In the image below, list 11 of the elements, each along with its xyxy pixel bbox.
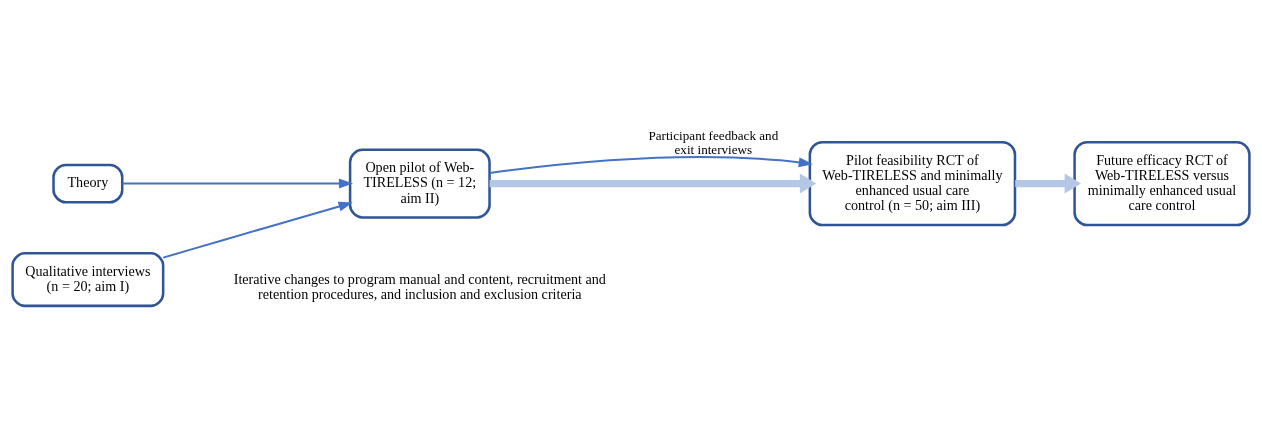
node-box: Pilot feasibility RCT of Web-TIRELESS and minimally enhanced usual care control (n = 50; aim III) xyxy=(808,140,1017,227)
arrow xyxy=(162,201,353,259)
arrow xyxy=(489,156,813,174)
arrow xyxy=(122,178,354,189)
node-box: Theory xyxy=(52,163,124,204)
node-box: Qualitative interviews (n = 20; aim I) xyxy=(11,252,165,308)
label: Iterative changes to program manual and content, recruitment and retention procedures, and inclusion and exclusion criteria xyxy=(233,270,606,302)
node-box: Future efficacy RCT of Web-TIRELESS versus minimally enhanced usual care control xyxy=(1073,140,1251,227)
edge-label: Participant feedback and exit interviews xyxy=(648,127,779,157)
arrow xyxy=(489,173,817,194)
node-box: Open pilot of Web-TIRELESS (n = 12; aim II) xyxy=(348,148,491,219)
